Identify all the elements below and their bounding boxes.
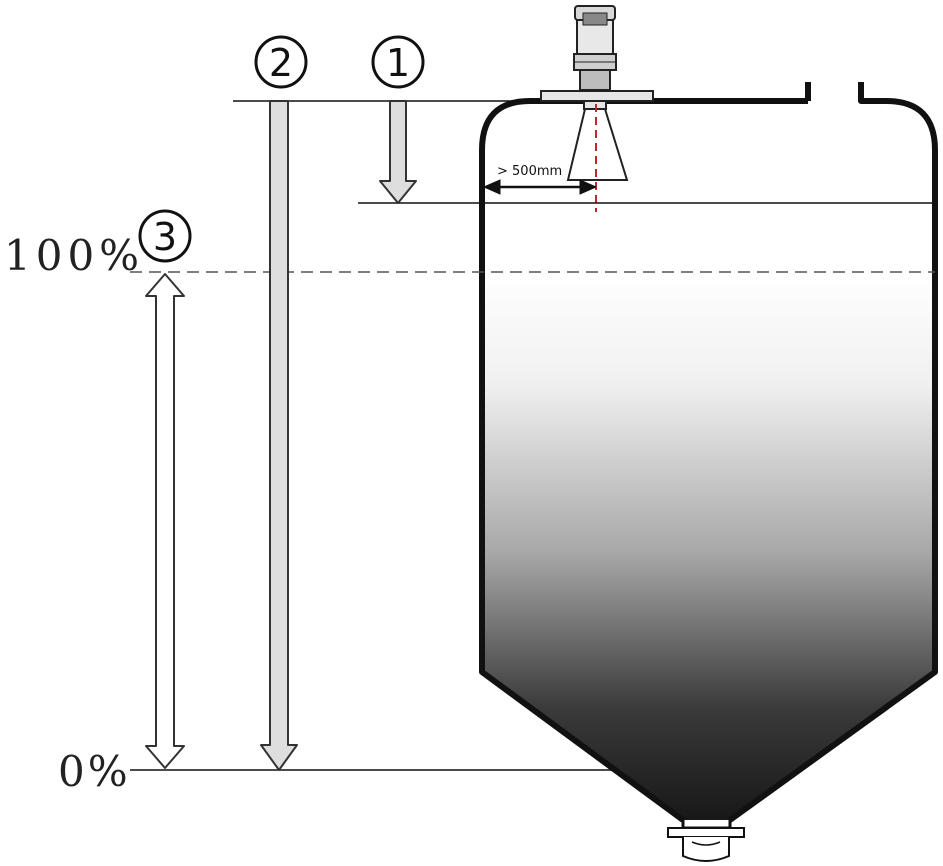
measuring-range-arrow [260,100,298,771]
svg-text:2: 2 [269,41,293,85]
callout-measuring-range: 2 [254,35,308,89]
radar-sensor [540,5,654,181]
svg-text:1: 1 [386,41,410,85]
svg-text:3: 3 [153,215,177,259]
blocking-distance-arrow [379,100,417,204]
span-arrow [145,273,185,769]
full-level-label: 100% [4,231,144,280]
distance-note-label: > 500mm [497,164,562,179]
material-fill [482,272,935,820]
empty-level-label: 0% [58,747,131,796]
bottom-outlet [667,820,745,862]
wall-distance-dimension [482,179,598,195]
callout-blocking-distance: 1 [371,35,425,89]
callout-span: 3 [138,209,192,263]
